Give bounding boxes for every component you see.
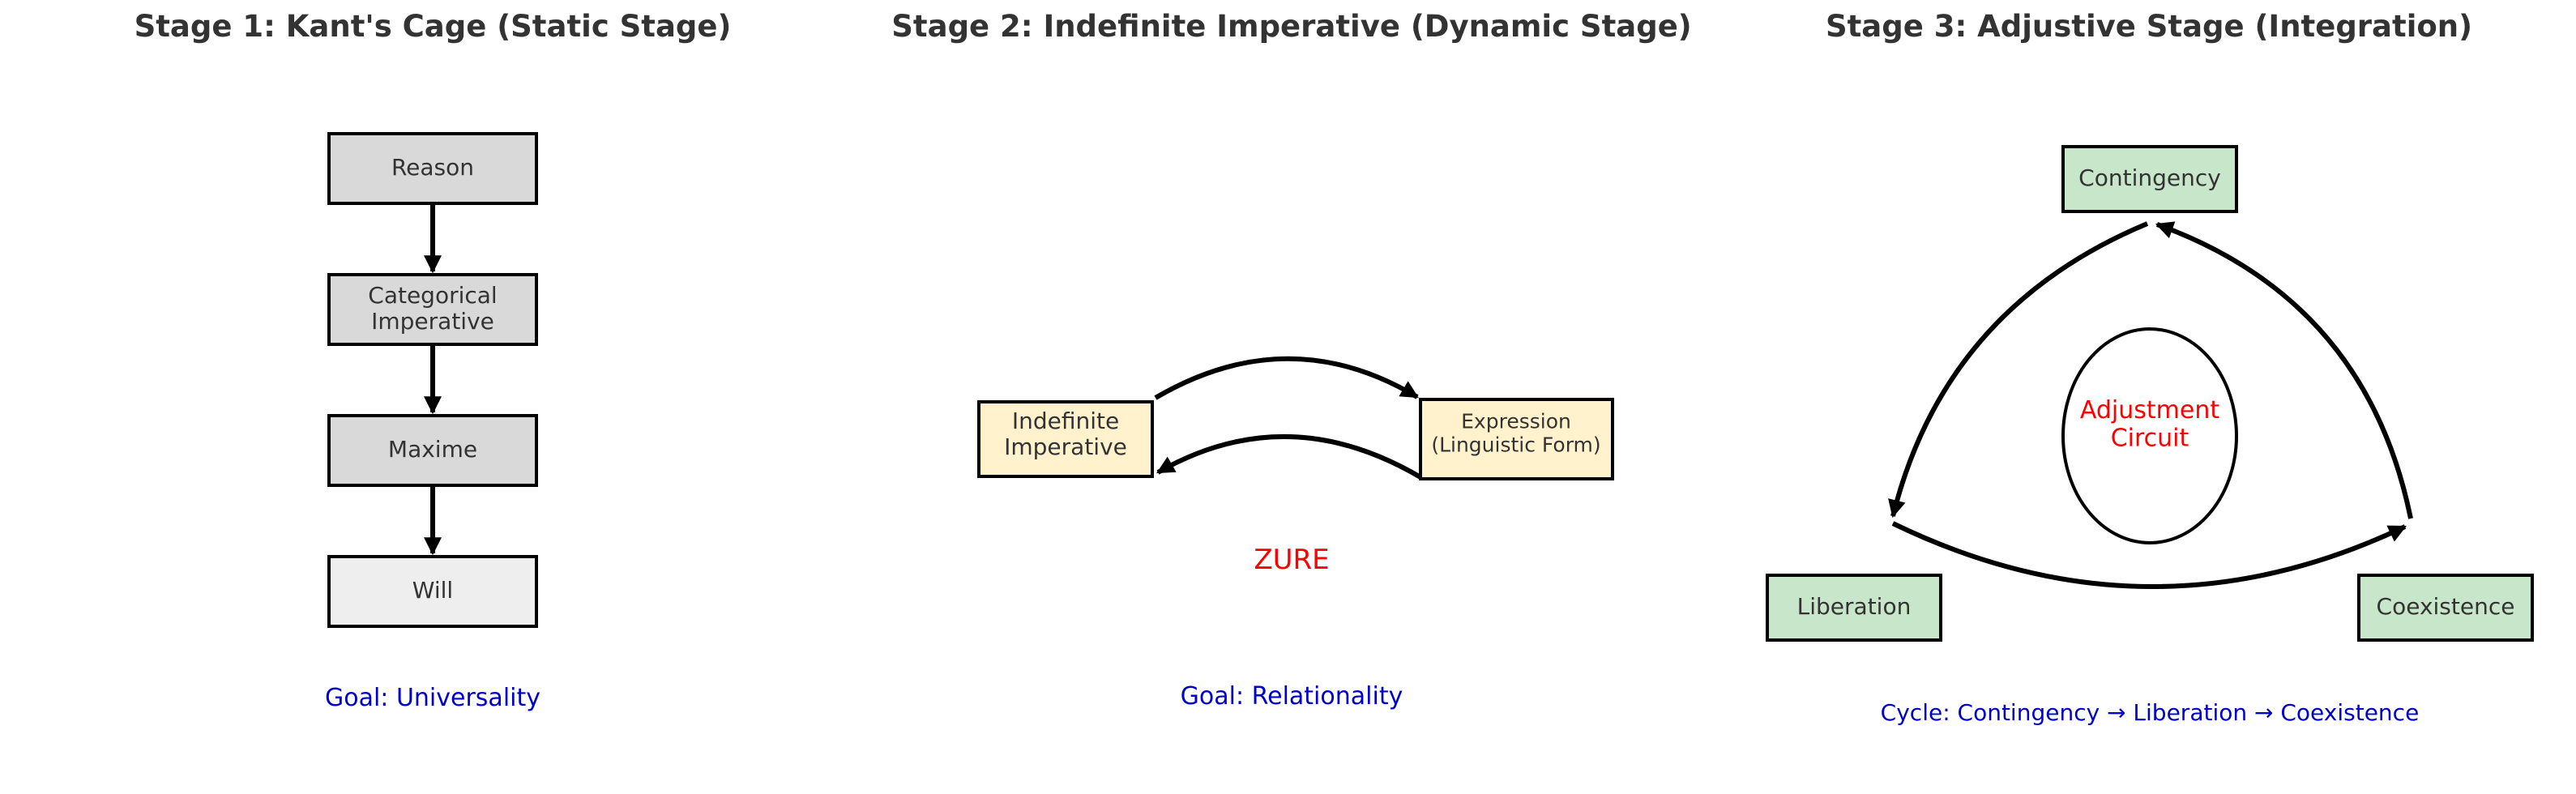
label-line: Imperative <box>1004 433 1127 460</box>
stage1-title: Stage 1: Kant's Cage (Static Stage) <box>135 9 732 44</box>
stage2-arrow-expression-to-imperative <box>1156 433 1422 480</box>
label-line: Expression <box>1461 410 1571 433</box>
label-line: (Linguistic Form) <box>1431 433 1600 456</box>
label-line: Will <box>412 577 453 604</box>
label-line: Circuit <box>2111 424 2189 452</box>
label-line: Reason <box>391 154 474 181</box>
label-line: Imperative <box>371 308 494 335</box>
stage3-title: Stage 3: Adjustive Stage (Integration) <box>1826 9 2472 44</box>
stage2-title: Stage 2: Indefinite Imperative (Dynamic … <box>891 9 1691 44</box>
stage3-box-liberation-label: Liberation <box>1797 593 1912 620</box>
stage1-goal: Goal: Universality <box>325 684 540 712</box>
stage3-arrow-coexistence-to-contingency <box>2155 221 2413 519</box>
stage1-box-will-label: Will <box>412 577 453 604</box>
stage2-panel: Stage 2: Indefinite Imperative (Dynamic … <box>891 9 1691 711</box>
stage1-box-reason <box>327 132 538 205</box>
stage1-box-maxime-label: Maxime <box>388 436 477 463</box>
stage2-zure-label: ZURE <box>1254 544 1329 576</box>
stage2-arrow-imperative-to-expression <box>1154 356 1419 400</box>
stage3-box-contingency <box>2061 145 2238 213</box>
label-line: Indefinite <box>1012 408 1119 434</box>
stage3-arrow-contingency-to-liberation <box>1888 221 2149 519</box>
stage3-panel: Stage 3: Adjustive Stage (Integration) C… <box>1766 9 2534 726</box>
label-line: Liberation <box>1797 593 1912 620</box>
stage3-box-liberation <box>1766 574 1942 642</box>
stage1-panel: Stage 1: Kant's Cage (Static Stage) Reas… <box>135 9 732 712</box>
label-line: Maxime <box>388 436 477 463</box>
stage2-box-indefinite-imperative <box>977 400 1154 478</box>
stage1-box-will <box>327 555 538 628</box>
stage1-box-categorical-imperative <box>327 273 538 346</box>
label-line: Categorical <box>368 282 497 309</box>
stage2-goal: Goal: Relationality <box>1181 682 1403 711</box>
stage1-box-maxime <box>327 414 538 487</box>
label-line: Coexistence <box>2377 593 2515 620</box>
stage3-cycle-caption: Cycle: Contingency → Liberation → Coexis… <box>1881 699 2420 726</box>
stage2-box-expression <box>1419 398 1614 480</box>
stage2-box-expression-label: Expression(Linguistic Form) <box>1431 410 1600 457</box>
label-line: Contingency <box>2078 164 2221 191</box>
stage3-box-coexistence <box>2357 574 2534 642</box>
stage3-adjustment-circuit-ellipse <box>2061 327 2238 544</box>
label-line: Adjustment <box>2080 395 2219 424</box>
stage3-arrow-liberation-to-coexistence <box>1891 521 2407 589</box>
stage1-box-reason-label: Reason <box>391 154 474 181</box>
stage3-box-contingency-label: Contingency <box>2078 164 2221 191</box>
stage3-box-coexistence-label: Coexistence <box>2377 593 2515 620</box>
